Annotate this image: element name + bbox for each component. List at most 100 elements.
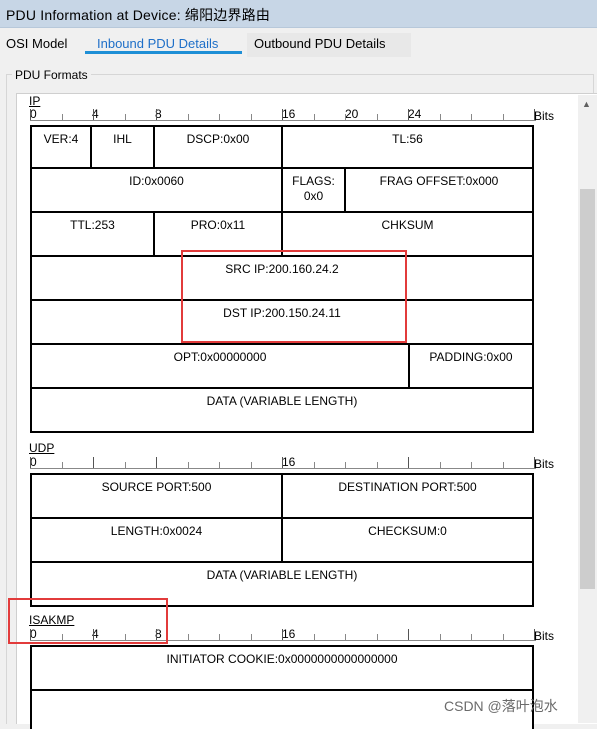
ruler-tick bbox=[534, 629, 535, 640]
udp-bit-ruler: 0 16 bbox=[30, 455, 536, 471]
active-tab-indicator bbox=[85, 51, 242, 54]
ruler-tick bbox=[188, 634, 189, 640]
flags-label: FLAGS: bbox=[292, 174, 335, 188]
udp-length-field: LENGTH:0x0024 bbox=[30, 517, 283, 563]
ruler-tick bbox=[30, 629, 31, 640]
ruler-tick bbox=[440, 114, 441, 120]
ruler-tick bbox=[408, 629, 409, 640]
ruler-tick bbox=[251, 634, 252, 640]
ruler-label: 0 bbox=[30, 107, 37, 121]
ruler-label: 4 bbox=[92, 107, 99, 121]
ruler-tick bbox=[62, 462, 63, 468]
ruler-label: 16 bbox=[282, 107, 296, 121]
isakmp-next-field bbox=[30, 689, 534, 729]
ip-section-title: IP bbox=[29, 94, 41, 108]
ruler-tick bbox=[534, 457, 535, 468]
ruler-tick bbox=[345, 634, 346, 640]
ruler-label: 4 bbox=[92, 627, 99, 641]
ruler-tick bbox=[471, 114, 472, 120]
ruler-tick bbox=[314, 114, 315, 120]
bits-label: Bits bbox=[534, 109, 555, 123]
ruler-tick bbox=[471, 634, 472, 640]
pdu-formats-label: PDU Formats bbox=[12, 68, 91, 82]
ruler-tick bbox=[314, 634, 315, 640]
ruler-tick bbox=[282, 109, 283, 120]
ruler-tick bbox=[219, 114, 220, 120]
ruler-tick bbox=[440, 462, 441, 468]
bits-label: Bits bbox=[534, 457, 555, 471]
ruler-label: 24 bbox=[408, 107, 422, 121]
ip-ver-field: VER:4 bbox=[30, 125, 92, 169]
udp-destination-port-field: DESTINATION PORT:500 bbox=[281, 473, 534, 519]
ruler-tick bbox=[282, 457, 283, 468]
ip-protocol-field: PRO:0x11 bbox=[153, 211, 283, 257]
ip-options-field: OPT:0x00000000 bbox=[30, 343, 410, 389]
ip-dscp-field: DSCP:0x00 bbox=[153, 125, 283, 169]
vertical-scrollbar[interactable]: ▲ bbox=[578, 95, 597, 723]
ruler-tick bbox=[188, 462, 189, 468]
ruler-tick bbox=[156, 629, 157, 640]
udp-section-title: UDP bbox=[29, 441, 55, 455]
ruler-tick bbox=[251, 114, 252, 120]
ip-tl-field: TL:56 bbox=[281, 125, 534, 169]
ruler-tick bbox=[282, 629, 283, 640]
ruler-tick bbox=[345, 462, 346, 468]
ruler-tick bbox=[125, 462, 126, 468]
ip-padding-field: PADDING:0x00 bbox=[408, 343, 534, 389]
ip-frag-offset-field: FRAG OFFSET:0x000 bbox=[344, 167, 534, 213]
ruler-tick bbox=[345, 114, 346, 120]
tab-outbound-background bbox=[247, 33, 411, 57]
ruler-label: 20 bbox=[345, 107, 359, 121]
ruler-tick bbox=[30, 457, 31, 468]
ruler-tick bbox=[503, 634, 504, 640]
ip-id-field: ID:0x0060 bbox=[30, 167, 283, 213]
isakmp-section-title: ISAKMP bbox=[29, 613, 75, 627]
scrollbar-thumb[interactable] bbox=[580, 189, 595, 589]
ip-data-field: DATA (VARIABLE LENGTH) bbox=[30, 387, 534, 433]
ruler-tick bbox=[156, 457, 157, 468]
ruler-tick bbox=[156, 109, 157, 120]
ruler-tick bbox=[188, 114, 189, 120]
ruler-tick bbox=[440, 634, 441, 640]
udp-source-port-field: SOURCE PORT:500 bbox=[30, 473, 283, 519]
ruler-tick bbox=[30, 109, 31, 120]
ruler-label: 16 bbox=[282, 627, 296, 641]
ruler-tick bbox=[93, 109, 94, 120]
ruler-label: 16 bbox=[282, 455, 296, 469]
ruler-tick bbox=[503, 462, 504, 468]
isakmp-initiator-cookie-field: INITIATOR COOKIE:0x0000000000000000 bbox=[30, 645, 534, 691]
isakmp-highlight-box bbox=[8, 598, 168, 644]
ruler-label: 0 bbox=[30, 455, 37, 469]
ruler-tick bbox=[251, 462, 252, 468]
ruler-tick bbox=[377, 634, 378, 640]
ruler-tick bbox=[125, 634, 126, 640]
watermark-text: CSDN @落叶泡水 bbox=[444, 698, 558, 714]
tab-inbound-pdu-details[interactable]: Inbound PDU Details bbox=[97, 36, 219, 51]
ruler-tick bbox=[219, 462, 220, 468]
ip-bit-ruler: 0 4 8 16 20 24 bbox=[30, 107, 536, 123]
tab-osi-model[interactable]: OSI Model bbox=[6, 36, 68, 51]
ruler-tick bbox=[314, 462, 315, 468]
ruler-tick bbox=[408, 457, 409, 468]
ip-flags-field: FLAGS: 0x0 bbox=[281, 167, 346, 213]
ruler-tick bbox=[377, 462, 378, 468]
ruler-label: 8 bbox=[155, 107, 162, 121]
bits-label: Bits bbox=[534, 629, 555, 643]
ruler-tick bbox=[408, 109, 409, 120]
ip-src-field: SRC IP:200.160.24.2 bbox=[30, 255, 534, 301]
flags-value: 0x0 bbox=[303, 189, 324, 203]
ruler-tick bbox=[534, 109, 535, 120]
window-title: PDU Information at Device: 绵阳边界路由 bbox=[6, 7, 271, 23]
ruler-tick bbox=[219, 634, 220, 640]
scroll-up-arrow-icon[interactable]: ▲ bbox=[582, 99, 591, 109]
ip-ihl-field: IHL bbox=[90, 125, 155, 169]
src-dst-highlight-box bbox=[181, 250, 407, 343]
udp-checksum-field: CHECKSUM:0 bbox=[281, 517, 534, 563]
ruler-tick bbox=[62, 634, 63, 640]
ruler-tick bbox=[93, 629, 94, 640]
ruler-tick bbox=[471, 462, 472, 468]
ruler-tick bbox=[62, 114, 63, 120]
tab-outbound-pdu-details[interactable]: Outbound PDU Details bbox=[254, 36, 386, 51]
ruler-label: 8 bbox=[155, 627, 162, 641]
ruler-label: 0 bbox=[30, 627, 37, 641]
